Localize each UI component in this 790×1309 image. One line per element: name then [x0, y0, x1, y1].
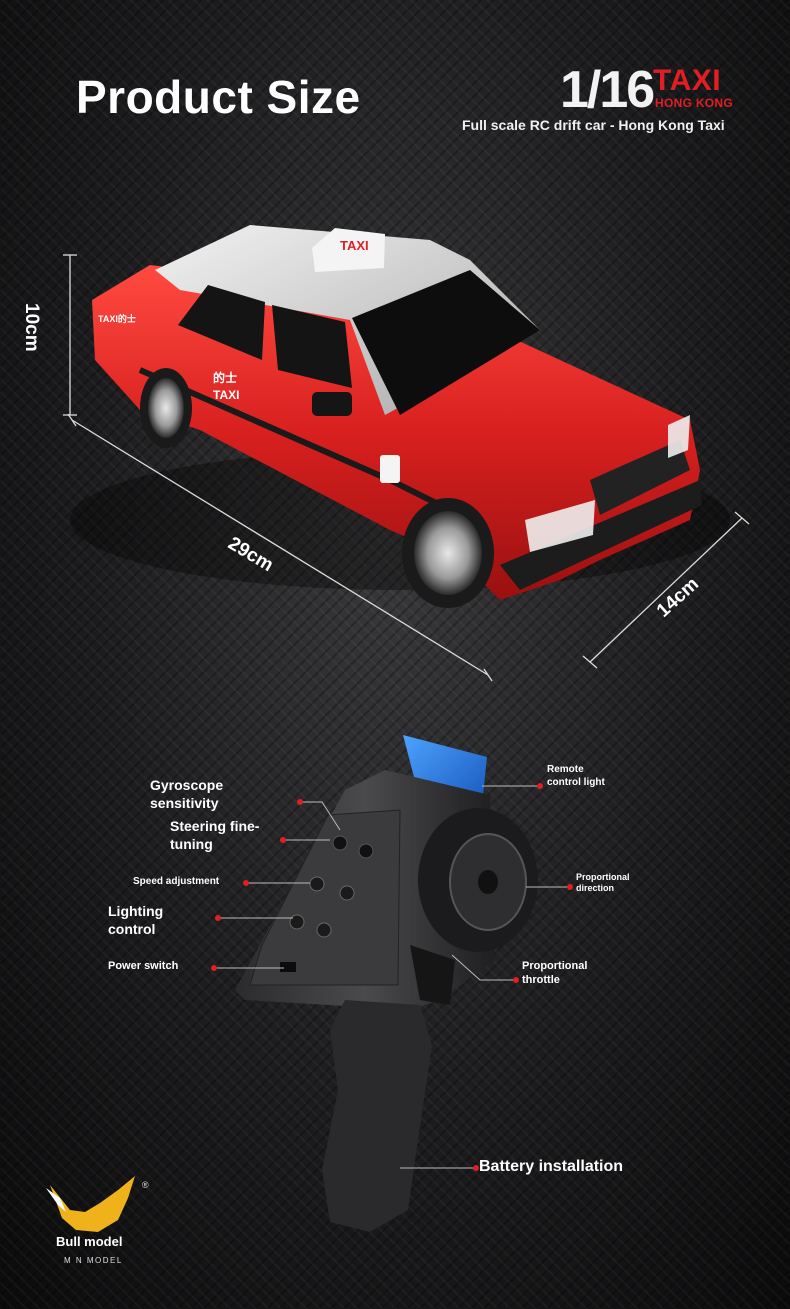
registered-mark: ® — [142, 1180, 149, 1190]
callout-lines — [214, 785, 570, 1169]
brand-name: Bull model — [56, 1234, 123, 1249]
steering-label: Steering fine-tuning — [170, 818, 260, 852]
roof-sign-text: TAXI — [340, 238, 369, 253]
throttle-label: Proportional throttle — [522, 960, 588, 986]
page-subtitle: Full scale RC drift car - Hong Kong Taxi — [462, 117, 725, 133]
direction-label: Proportional direction — [576, 872, 630, 894]
side-text: TAXI的士 — [98, 314, 136, 324]
lighting-label: Lighting control — [108, 903, 164, 937]
page-title: Product Size — [76, 71, 361, 123]
bull-logo-icon — [46, 1176, 135, 1232]
battery-label: Battery installation — [479, 1158, 624, 1175]
height-dimension: 10cm — [21, 303, 42, 352]
door-text-cn: 的士 — [213, 371, 238, 385]
hong-kong-logo-text: HONG KONG — [655, 96, 734, 110]
taxi-logo-text: TAXI — [653, 64, 722, 97]
brand-sub: M N MODEL — [64, 1256, 123, 1265]
scale-label: 1/16 — [560, 61, 655, 119]
door-text-en: TAXI — [213, 388, 240, 402]
speed-label: Speed adjustment — [133, 876, 220, 887]
taxi-car — [92, 225, 702, 608]
callout-dots — [211, 783, 573, 1171]
power-label: Power switch — [108, 960, 179, 972]
remote-light-label: Remote control light — [547, 764, 605, 788]
dimension-lines — [63, 254, 750, 682]
remote-controller — [235, 735, 538, 1232]
gyroscope-label: Gyroscope sensitivity — [150, 777, 224, 811]
